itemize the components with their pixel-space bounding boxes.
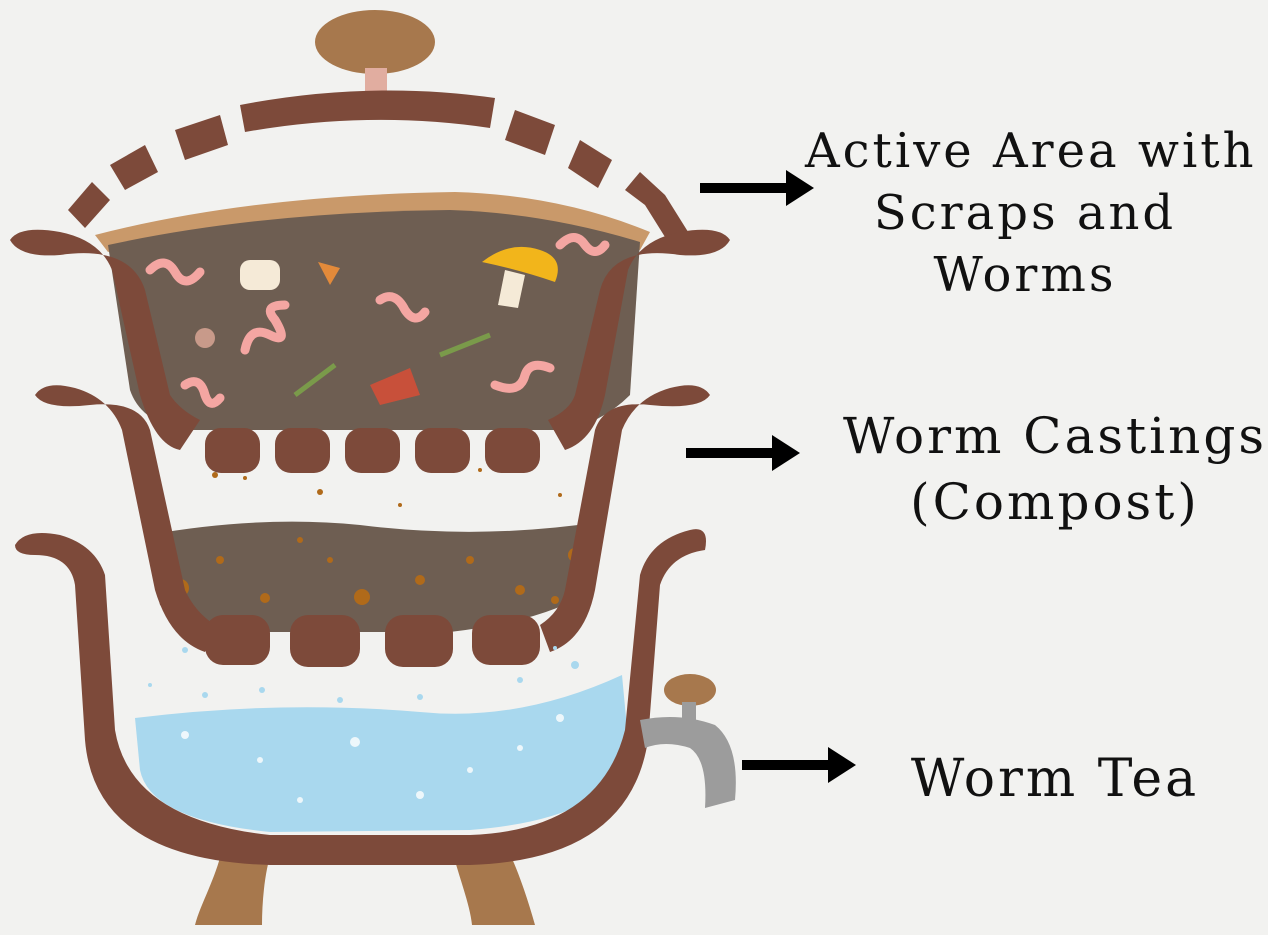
label-active-area-line1: Active Area with [805, 120, 1245, 182]
label-worm-castings-line2: (Compost) [840, 469, 1268, 535]
label-active-area-line2: Scraps and [805, 182, 1245, 244]
arrow-right-icon [686, 435, 800, 471]
label-worm-castings: Worm Castings (Compost) [840, 403, 1268, 535]
top-tray [10, 192, 730, 473]
label-worm-tea-line1: Worm Tea [880, 748, 1230, 810]
arrow-right-icon [700, 170, 814, 206]
label-worm-tea: Worm Tea [880, 748, 1230, 810]
label-worm-castings-line1: Worm Castings [840, 403, 1268, 469]
label-active-area: Active Area with Scraps and Worms [805, 120, 1245, 306]
spigot [640, 674, 736, 808]
arrow-right-icon [742, 747, 856, 783]
label-active-area-line3: Worms [805, 244, 1245, 306]
